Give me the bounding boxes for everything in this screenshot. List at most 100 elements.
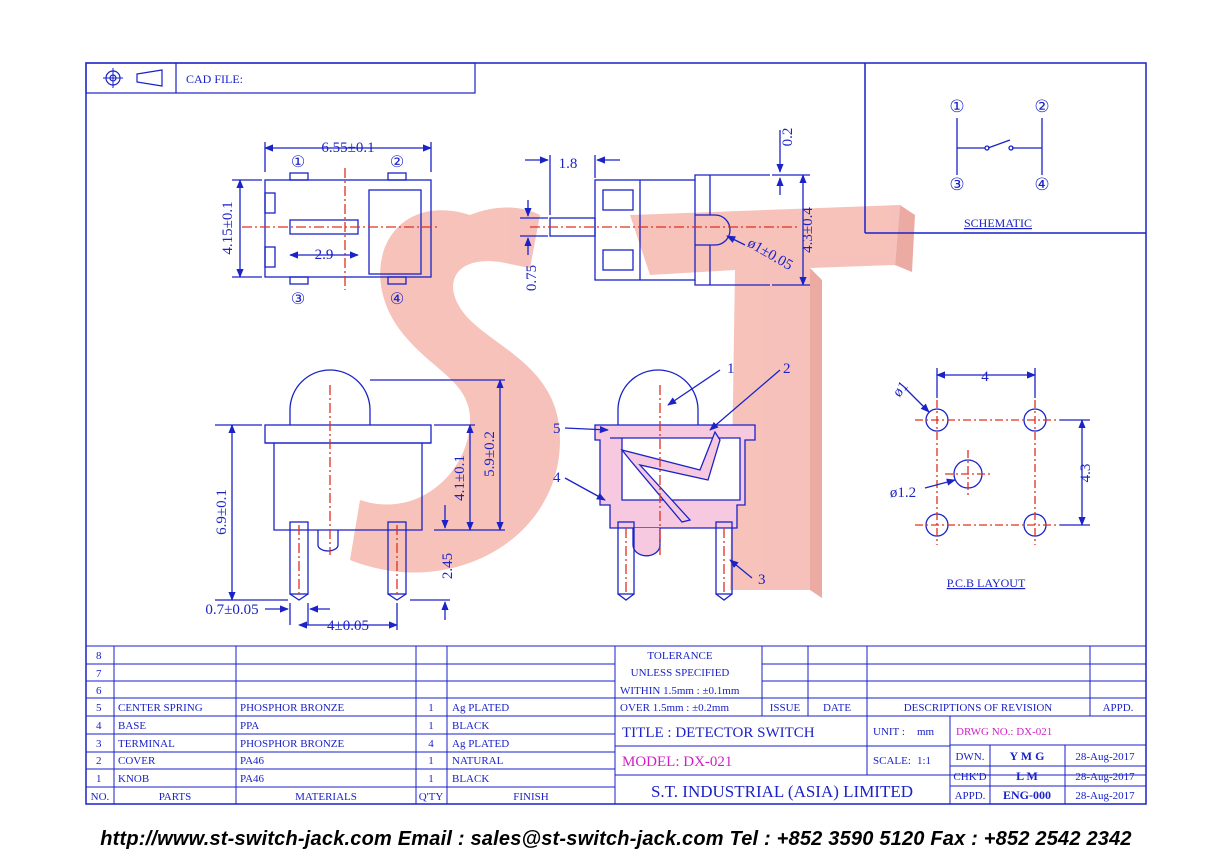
schematic-panel: ① ② ③ ④ SCHEMATIC (864, 63, 1146, 234)
appd-label: APPD. (955, 790, 986, 802)
callout-4: 4 (553, 470, 561, 486)
dim-front-69: 6.9±0.1 (214, 489, 230, 535)
dim-top-inner: 2.9 (315, 247, 334, 263)
schematic-pin-2: ② (1034, 97, 1049, 116)
bom-material: PA46 (240, 755, 265, 767)
bom-header-materials: MATERIALS (295, 791, 357, 803)
bom-part: COVER (118, 755, 156, 767)
dim-top-width: 6.55±0.1 (321, 140, 374, 156)
dim-front-245: 2.45 (440, 553, 456, 579)
drawing-number: DRWG NO.: DX-021 (956, 726, 1052, 738)
dim-pcb-d12: ø1.2 (890, 485, 916, 501)
pcb-layout (904, 368, 1090, 545)
bom-table (86, 645, 1146, 804)
revision-desc: DESCRIPTIONS OF REVISION (904, 702, 1053, 714)
dim-front-59: 5.9±0.2 (482, 431, 498, 477)
bom-qty: 1 (428, 773, 434, 785)
bom-no: 3 (96, 738, 102, 750)
callout-3: 3 (758, 572, 766, 588)
bom-qty: 4 (428, 738, 434, 750)
dim-pcb-d1: ø1 (890, 379, 912, 401)
revision-date: DATE (823, 702, 851, 714)
bom-empty-no: 6 (96, 685, 102, 697)
dim-front-41: 4.1±0.1 (452, 455, 468, 501)
bom-qty: 1 (428, 755, 434, 767)
company-name: S.T. INDUSTRIAL (ASIA) LIMITED (651, 782, 913, 801)
side-view (520, 130, 810, 286)
section-view (564, 369, 781, 601)
bom-material: PHOSPHOR BRONZE (240, 702, 344, 714)
bom-finish: BLACK (452, 773, 489, 785)
scale-label: SCALE: (873, 755, 911, 767)
cad-file-label: CAD FILE: (186, 72, 243, 86)
bom-header-no: NO. (91, 791, 110, 803)
front-view (215, 369, 505, 630)
callout-1: 1 (727, 361, 735, 377)
bom-finish: Ag PLATED (452, 738, 509, 750)
revision-appd: APPD. (1103, 702, 1134, 714)
dim-side-075: 0.75 (524, 265, 540, 291)
bom-finish: Ag PLATED (452, 702, 509, 714)
tolerance-title: TOLERANCE (647, 650, 712, 662)
bom-qty: 1 (428, 702, 434, 714)
top-pin-3: ③ (291, 291, 305, 308)
bom-part: CENTER SPRING (118, 702, 203, 714)
dim-pcb-4: 4 (981, 369, 989, 385)
schematic-label: SCHEMATIC (964, 216, 1032, 230)
tolerance-over: OVER 1.5mm : ±0.2mm (620, 702, 729, 714)
tolerance-within: WITHIN 1.5mm : ±0.1mm (620, 685, 740, 697)
revision-issue: ISSUE (770, 702, 801, 714)
bom-finish: BLACK (452, 720, 489, 732)
bom-qty: 1 (428, 720, 434, 732)
bom-part: BASE (118, 720, 146, 732)
drawing-title: TITLE : DETECTOR SWITCH (622, 725, 815, 741)
bom-header-finish: FINISH (513, 791, 549, 803)
bom-material: PHOSPHOR BRONZE (240, 738, 344, 750)
bom-no: 1 (96, 773, 102, 785)
bom-no: 5 (96, 702, 102, 714)
tolerance-block: TOLERANCE UNLESS SPECIFIED WITHIN 1.5mm … (620, 650, 1134, 714)
bom-no: 2 (96, 755, 102, 767)
dim-side-18: 1.8 (559, 156, 578, 172)
bom-empty-no: 8 (96, 650, 102, 662)
dim-top-height: 4.15±0.1 (220, 201, 236, 254)
bom-material: PPA (240, 720, 259, 732)
chk-by: L M (1016, 769, 1038, 783)
top-pin-4: ④ (390, 291, 404, 308)
dim-side-43: 4.3±0.4 (800, 207, 816, 253)
pcb-layout-label: P.C.B LAYOUT (947, 576, 1026, 590)
schematic-pin-4: ④ (1034, 175, 1049, 194)
switch-symbol (956, 118, 1043, 175)
top-pin-1: ① (291, 154, 305, 171)
dim-front-4: 4±0.05 (327, 618, 369, 634)
bom-part: TERMINAL (118, 738, 175, 750)
chk-label: CHK'D (953, 771, 986, 783)
callout-5: 5 (553, 421, 561, 437)
dim-side-02: 0.2 (780, 128, 796, 147)
schematic-pin-3: ③ (949, 175, 964, 194)
unit-label: UNIT : (873, 726, 905, 738)
sheet-border (85, 62, 1147, 805)
dwn-label: DWN. (955, 751, 984, 763)
bom-finish: NATURAL (452, 755, 504, 767)
bom-empty-no: 7 (96, 668, 102, 680)
dwn-date: 28-Aug-2017 (1075, 751, 1135, 763)
bom-no: 4 (96, 720, 102, 732)
scale-value: 1:1 (917, 755, 931, 767)
title-block: TITLE : DETECTOR SWITCH MODEL: DX-021 UN… (622, 725, 1135, 802)
bom-part: KNOB (118, 773, 149, 785)
chk-date: 28-Aug-2017 (1075, 771, 1135, 783)
unit-value: mm (917, 726, 935, 738)
callout-2: 2 (783, 361, 791, 377)
dwn-by: Y M G (1010, 749, 1045, 763)
tolerance-unless: UNLESS SPECIFIED (631, 667, 730, 679)
appd-by: ENG-000 (1003, 788, 1051, 802)
dim-front-07: 0.7±0.05 (205, 602, 258, 618)
top-view (232, 142, 440, 290)
bom-header-qty: Q'TY (419, 791, 444, 803)
projection-symbol-icon (103, 68, 163, 88)
schematic-pin-1: ① (949, 97, 964, 116)
top-pin-2: ② (390, 154, 404, 171)
cad-header: CAD FILE: (85, 62, 476, 94)
contact-footer: http://www.st-switch-jack.com Email : sa… (100, 828, 1132, 850)
